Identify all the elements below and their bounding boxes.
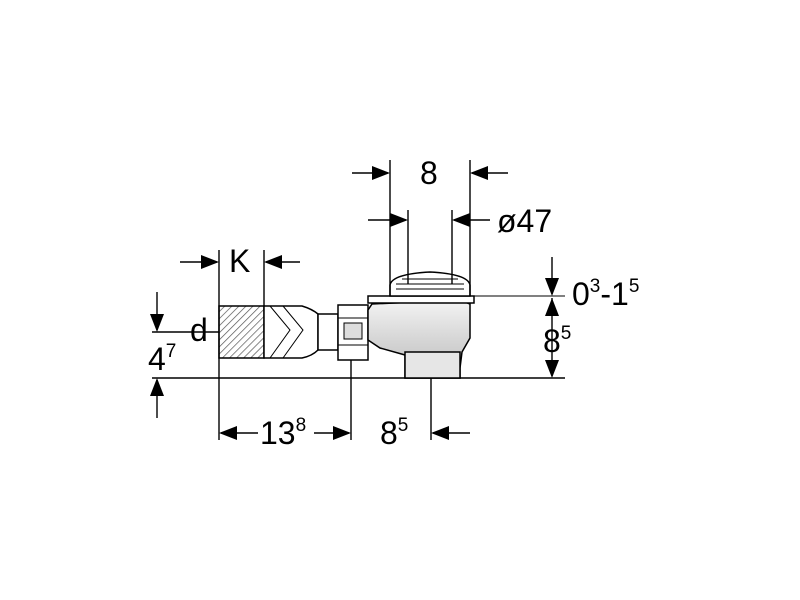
dim-top-width: 8 <box>420 155 438 191</box>
dim-pipe-d: d <box>190 312 208 348</box>
dim-adjust-range: 03-15 <box>572 276 639 312</box>
arrowhead <box>372 166 390 180</box>
pipe-connector <box>317 313 339 351</box>
arrowhead <box>150 314 164 332</box>
arrowhead <box>545 360 559 378</box>
flex-pipe <box>263 305 319 359</box>
flange <box>367 295 475 304</box>
dim-height-left: 47 <box>148 341 176 377</box>
dimension-lines <box>152 160 553 440</box>
dim-grate-diameter: ø47 <box>497 203 552 239</box>
arrowhead <box>390 213 408 227</box>
dim-length-right: 85 <box>380 415 408 451</box>
arrowhead <box>545 278 559 296</box>
arrowhead <box>333 426 351 440</box>
arrowhead <box>264 255 282 269</box>
arrowhead <box>201 255 219 269</box>
drain-assembly <box>152 271 565 379</box>
arrowhead <box>219 426 237 440</box>
dim-length-left: 138 <box>260 415 306 451</box>
arrowhead <box>545 298 559 316</box>
arrowhead <box>150 378 164 396</box>
dim-pipe-k: K <box>229 243 250 279</box>
dim-height-right: 85 <box>543 323 571 359</box>
trap-bowl <box>404 351 461 379</box>
pipe-section <box>218 305 265 359</box>
dimension-labels: 8 ø47 K d 03-15 85 47 138 85 <box>148 155 639 451</box>
arrowhead <box>431 426 449 440</box>
arrowheads <box>150 166 559 440</box>
arrowhead <box>470 166 488 180</box>
arrowhead <box>452 213 470 227</box>
